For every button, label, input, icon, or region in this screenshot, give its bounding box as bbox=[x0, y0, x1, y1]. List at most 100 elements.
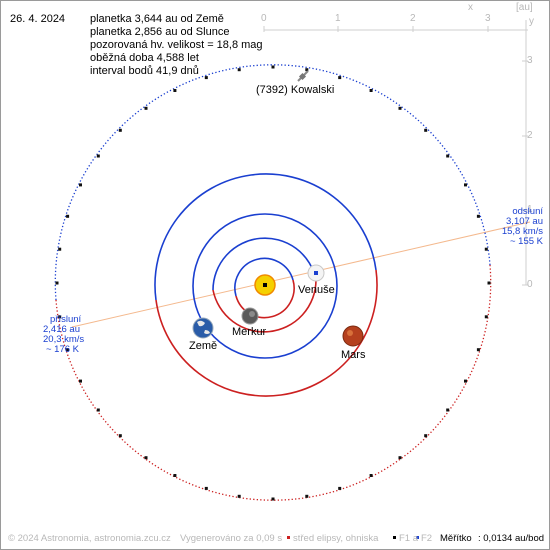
right-tick-0: 0 bbox=[527, 279, 533, 290]
asteroid-orbit-below bbox=[55, 264, 492, 501]
info-line-point-interval: interval bodů 41,9 dnů bbox=[90, 65, 199, 77]
orbit-interval-point bbox=[464, 183, 467, 187]
footer-legend-f2: F2 bbox=[421, 533, 433, 544]
orbit-interval-point bbox=[424, 128, 428, 132]
mars-orbit-above bbox=[154, 173, 377, 301]
apsidal-line bbox=[71, 221, 531, 328]
mars-highlight bbox=[347, 330, 353, 336]
legend-f1-marker bbox=[393, 536, 396, 539]
aphelion-temperature: ~ 155 K bbox=[509, 236, 543, 247]
venus-orbit-above bbox=[212, 237, 317, 291]
mars-label: Mars bbox=[341, 349, 366, 361]
footer-legend-center: střed elipsy, ohniska bbox=[293, 533, 379, 544]
earth-clouds bbox=[197, 320, 210, 334]
orbit-interval-point bbox=[464, 379, 467, 383]
earth-icon bbox=[192, 317, 214, 339]
orbit-interval-point bbox=[484, 315, 488, 319]
top-tick-0: 0 bbox=[261, 13, 267, 24]
orbit-interval-point bbox=[79, 183, 82, 187]
orbit-interval-point bbox=[66, 348, 70, 352]
orbit-interval-point bbox=[476, 348, 480, 352]
orbit-interval-point bbox=[237, 494, 241, 498]
orbit-interval-point bbox=[484, 247, 488, 251]
orbit-interval-point bbox=[118, 128, 122, 132]
orbit-interval-point bbox=[369, 474, 373, 477]
orbit-interval-point bbox=[204, 486, 208, 490]
orbit-interval-point bbox=[398, 106, 402, 110]
legend-f2-marker bbox=[416, 536, 419, 539]
asteroid-icon bbox=[297, 70, 309, 82]
aphelion-title: odsluní bbox=[512, 206, 543, 217]
aphelion-distance: 3,107 au bbox=[506, 216, 543, 227]
orbit-interval-point bbox=[369, 89, 373, 92]
orbit-interval-point bbox=[144, 456, 148, 460]
orbit-interval-point bbox=[144, 106, 148, 110]
orbit-interval-point bbox=[305, 68, 309, 72]
perihelion-distance: 2,416 au bbox=[43, 324, 80, 335]
x-axis-label: x bbox=[468, 2, 473, 13]
info-line-sun-distance: planetka 2,856 au od Slunce bbox=[90, 26, 230, 38]
asteroid-label: (7392) Kowalski bbox=[256, 84, 335, 96]
orbit-interval-point bbox=[204, 76, 208, 80]
footer-generated: Vygenerováno za 0,09 s bbox=[180, 533, 283, 544]
orbit-interval-point bbox=[96, 408, 100, 412]
orbit-interval-point bbox=[446, 154, 450, 158]
right-tick-3: 3 bbox=[527, 55, 533, 66]
top-tick-3: 3 bbox=[485, 13, 491, 24]
orbit-interval-point bbox=[424, 434, 428, 438]
aphelion-speed: 15,8 km/s bbox=[501, 226, 543, 237]
top-axis-ticks bbox=[263, 26, 489, 32]
orbit-interval-point bbox=[58, 247, 62, 251]
info-line-magnitude: pozorovaná hv. velikost = 18,8 mag bbox=[90, 39, 263, 51]
orbit-interval-point bbox=[305, 494, 309, 498]
orbit-interval-point bbox=[173, 474, 177, 477]
orbit-interval-point bbox=[79, 379, 82, 383]
top-tick-1: 1 bbox=[335, 13, 341, 24]
asteroid-orbit-points bbox=[55, 65, 491, 501]
footer-scale-label: Měřítko bbox=[440, 533, 472, 544]
orbit-interval-point bbox=[118, 434, 122, 438]
orbit-interval-point bbox=[237, 68, 241, 72]
footer-copyright: © 2024 Astronomia, astronomia.zcu.cz bbox=[8, 533, 171, 544]
orbit-interval-point bbox=[58, 315, 62, 319]
orbit-interval-point bbox=[398, 456, 402, 460]
perihelion-title: přísluní bbox=[50, 314, 82, 325]
right-tick-1: 1 bbox=[527, 204, 533, 215]
right-tick-2: 2 bbox=[527, 130, 533, 141]
orbit-interval-point bbox=[173, 89, 177, 92]
mars-orbit-below bbox=[155, 269, 378, 397]
perihelion-temperature: ~ 176 K bbox=[46, 344, 80, 355]
venus-label: Venuše bbox=[298, 284, 335, 296]
asteroid-orbit-above bbox=[54, 64, 491, 301]
footer-legend-f1: F1 a bbox=[399, 533, 419, 544]
ellipse-center-marker bbox=[314, 271, 318, 275]
orbit-interval-point bbox=[338, 76, 342, 80]
mercury-orbit-below bbox=[235, 279, 295, 319]
sun-focus-marker bbox=[263, 283, 267, 287]
perihelion-speed: 20,3 km/s bbox=[43, 334, 85, 345]
date-label: 26. 4. 2024 bbox=[10, 13, 66, 25]
orbit-interval-point bbox=[476, 214, 480, 218]
orbit-interval-point bbox=[446, 408, 450, 412]
orbit-interval-point bbox=[66, 214, 70, 218]
mercury-label: Merkur bbox=[232, 326, 267, 338]
venus-orbit-below bbox=[212, 279, 317, 333]
info-line-period: oběžná doba 4,588 let bbox=[90, 52, 199, 64]
mercury-orbit-above bbox=[234, 257, 294, 297]
orbit-interval-point bbox=[96, 154, 100, 158]
right-axis-ticks bbox=[522, 60, 528, 286]
mercury-shading bbox=[249, 311, 255, 317]
top-tick-2: 2 bbox=[410, 13, 416, 24]
orbit-interval-point bbox=[338, 486, 342, 490]
mars-icon bbox=[342, 325, 364, 347]
y-axis-label: y bbox=[529, 16, 534, 27]
earth-orbit bbox=[192, 213, 338, 359]
orbit-interval-point bbox=[271, 497, 275, 501]
orbit-interval-point bbox=[271, 65, 275, 69]
earth-label: Země bbox=[189, 340, 218, 352]
unit-label: [au] bbox=[516, 2, 533, 13]
footer-scale-value: : 0,0134 au/bod bbox=[478, 533, 545, 544]
info-line-earth-distance: planetka 3,644 au od Země bbox=[90, 13, 224, 25]
legend-center-marker bbox=[287, 536, 290, 539]
